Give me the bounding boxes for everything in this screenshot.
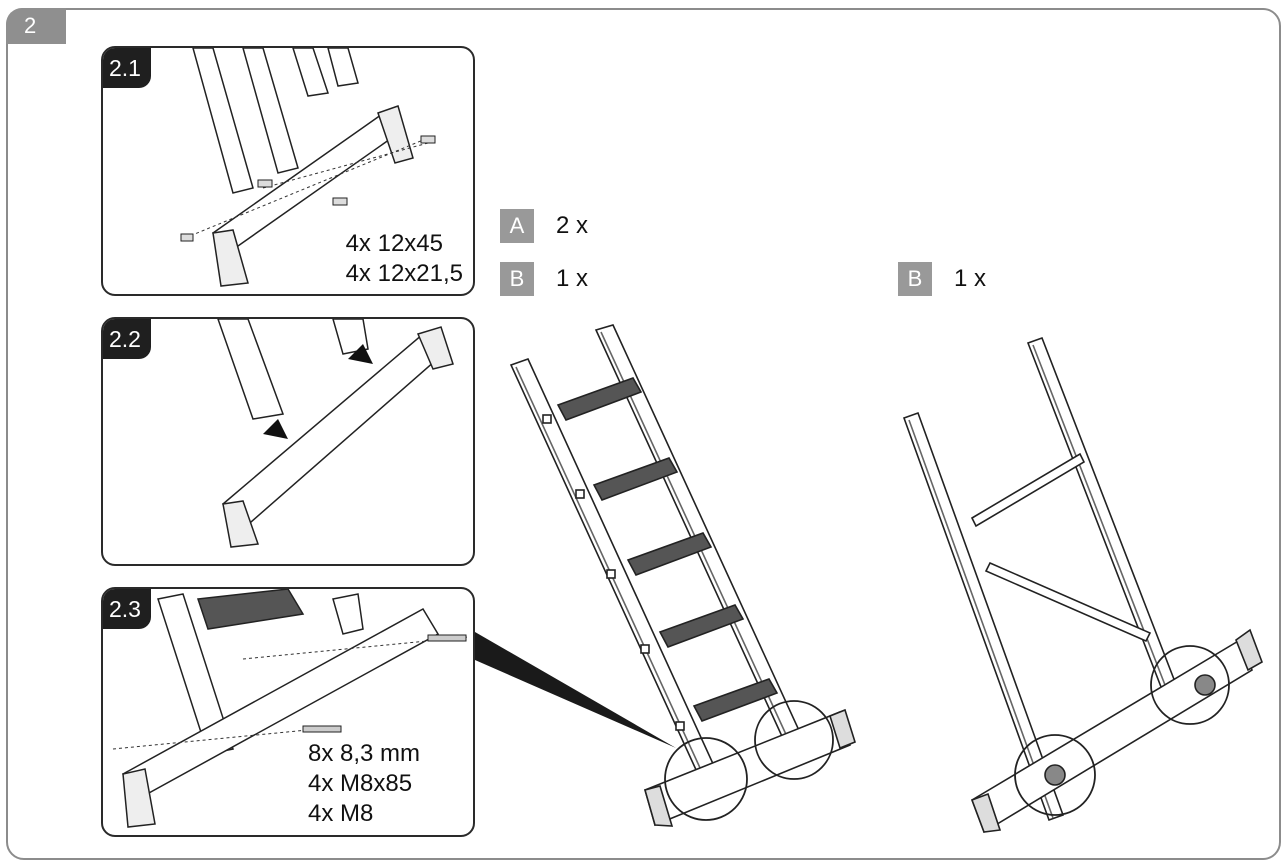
hardware-item: 4x 12x21,5 [345, 260, 463, 287]
ladder-assembly [509, 324, 856, 827]
callout-wedge [475, 632, 676, 748]
part-letter-badge: A [500, 209, 534, 243]
part-letter-badge: B [500, 262, 534, 296]
detail-circle [754, 700, 834, 780]
panel-2-1-hardware-list: 4x 12x45 4x 12x21,5 [346, 229, 463, 289]
panel-2-3: 2.3 8x 8,3 mm 4x M8x85 4x M8 [101, 587, 475, 837]
step-number-badge: 2 [6, 8, 66, 44]
part-a-quantity: A 2 x [500, 209, 588, 243]
detail-circle [664, 737, 748, 821]
detail-circle [1150, 645, 1230, 725]
panel-2-3-hardware-list: 8x 8,3 mm 4x M8x85 4x M8 [308, 739, 420, 829]
part-count: 1 x [556, 265, 589, 292]
panel-2-1: 2.1 4x 12x45 4x 12x21,5 [101, 46, 475, 296]
panel-2-3-label: 2.3 [103, 589, 151, 629]
part-letter-badge: B [898, 262, 932, 296]
panel-2-1-label: 2.1 [103, 48, 151, 88]
part-count: 1 x [954, 265, 987, 292]
hardware-item: 4x M8x85 [308, 770, 413, 797]
detail-circle [1014, 734, 1096, 816]
panel-2-2: 2.2 [101, 317, 475, 566]
frame-assembly [902, 336, 1263, 834]
hardware-item: 4x 12x45 [345, 230, 443, 257]
panel-2-3-drawing [112, 589, 469, 828]
panel-2-2-label: 2.2 [103, 319, 151, 359]
part-b-quantity: B 1 x [500, 262, 588, 296]
hardware-item: 4x M8 [308, 800, 374, 827]
page-frame [6, 8, 1281, 860]
hardware-item: 8x 8,3 mm [308, 740, 421, 767]
panel-2-1-drawing [180, 48, 436, 287]
part-count: 2 x [556, 212, 589, 239]
panel-2-2-drawing [217, 319, 454, 548]
part-b-quantity-frame: B 1 x [898, 262, 986, 296]
